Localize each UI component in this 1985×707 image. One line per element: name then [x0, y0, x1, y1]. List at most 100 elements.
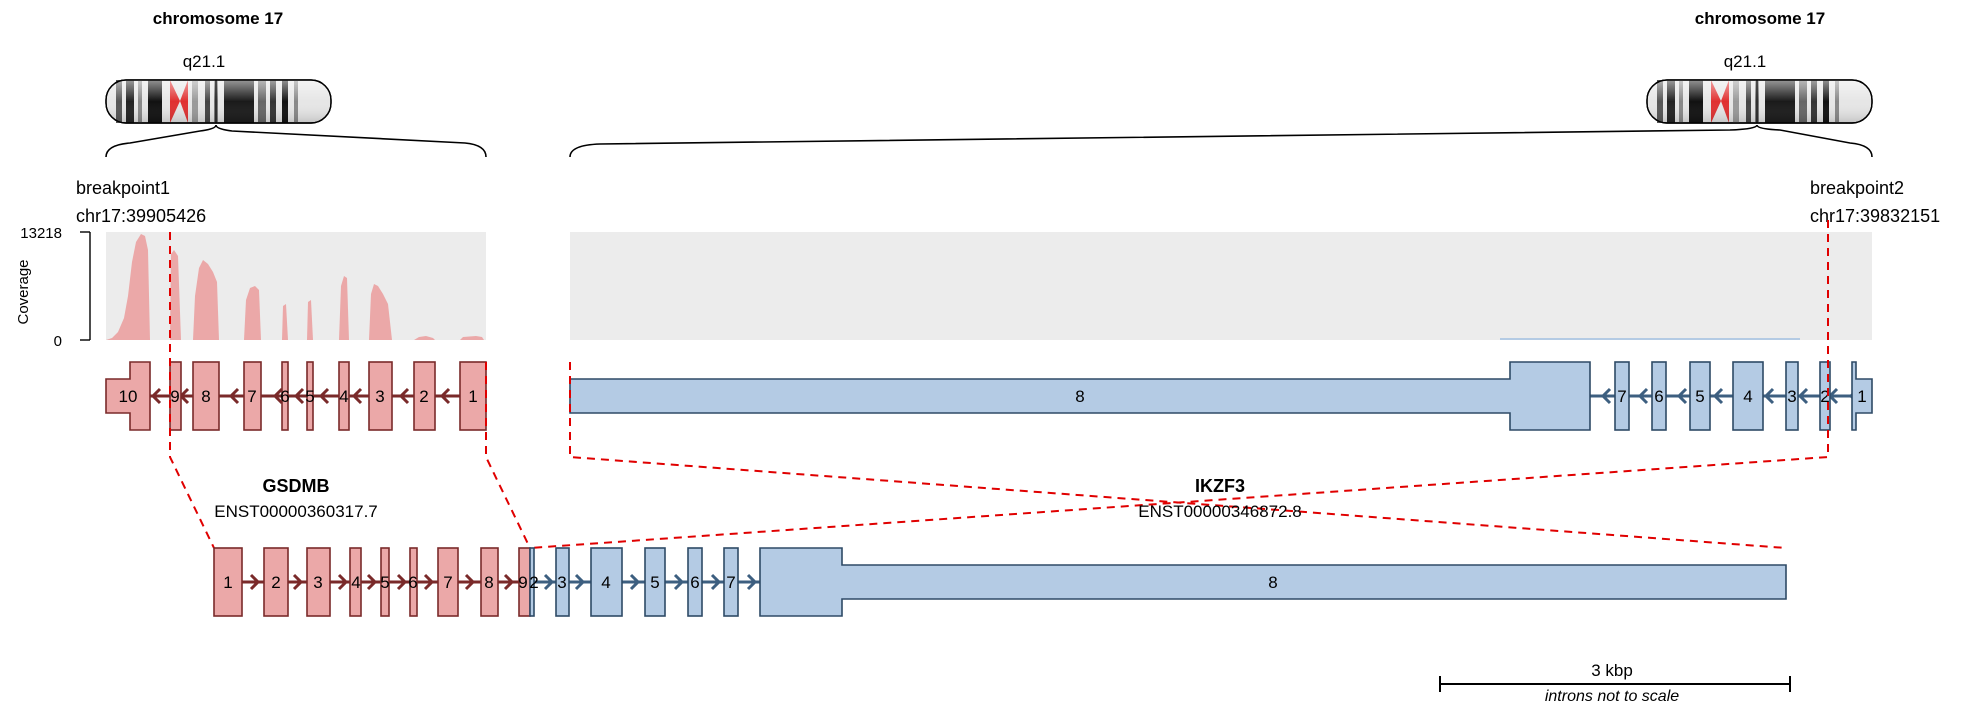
fusion-exon-ikzf3-4 [590, 547, 623, 617]
fusion-exon-6 [409, 547, 418, 617]
ikzf3-upper-exon-6 [1651, 361, 1667, 431]
fusion-exon-label: 5 [650, 573, 659, 592]
fusion-exon-label: 7 [443, 573, 452, 592]
breakpoint1-position: chr17:39905426 [76, 206, 206, 226]
fusion-exon-label: 9 [518, 573, 527, 592]
chromosome-left-band: q21.1 [183, 52, 226, 71]
gsdmb-upper-exon-label: 1 [468, 387, 477, 406]
fusion-exon-ikzf3-5 [644, 547, 666, 617]
ikzf3-upper-exon-8 [569, 361, 1591, 431]
gene2-name: IKZF3 [1195, 476, 1245, 496]
coverage-peak-exon10 [106, 234, 150, 340]
coverage-axis-title: Coverage [15, 259, 32, 324]
fusion-exon-label: 3 [557, 573, 566, 592]
gsdmb-upper-exon-label: 2 [419, 387, 428, 406]
coverage-peak-exon2 [414, 336, 435, 340]
fusion-gsdmb-arrows [249, 573, 515, 591]
ikzf3-upper-exon-label: 8 [1075, 387, 1084, 406]
gsdmb-upper-exon-label: 4 [339, 387, 348, 406]
coverage-peak-exon7 [244, 286, 261, 340]
gene1-transcript: ENST00000360317.7 [214, 502, 378, 521]
fusion-exon-label: 2 [529, 573, 538, 592]
gsdmb-upper-exon-3 [368, 361, 393, 431]
breakpoint2-line-ikzf3-left [569, 362, 1787, 549]
fusion-exon-label: 8 [484, 573, 493, 592]
gsdmb-upper-exon-4 [338, 361, 350, 431]
ikzf3-upper-exon-2 [1819, 361, 1831, 431]
breakpoint1-label: breakpoint1 [76, 178, 170, 198]
ideogram-right [1646, 79, 1873, 124]
ikzf3-upper-exon-1 [1851, 361, 1873, 431]
fusion-exon-ikzf3-8 [759, 547, 1787, 617]
ikzf3-upper-exon-3 [1785, 361, 1799, 431]
chromosome-right-band: q21.1 [1724, 52, 1767, 71]
breakpoint2-label: breakpoint2 [1810, 178, 1904, 198]
gsdmb-upper-exon-label: 8 [201, 387, 210, 406]
fusion-exon-3 [306, 547, 331, 617]
fusion-exon-label: 2 [271, 573, 280, 592]
gsdmb-upper-exon-10 [105, 361, 151, 431]
fusion-exon-1 [213, 547, 243, 617]
zoom-brace-left [105, 124, 487, 158]
ikzf3-upper-exon-label: 5 [1695, 387, 1704, 406]
ikzf3-upper-exon-label: 4 [1743, 387, 1752, 406]
ikzf3-upper-exon-label: 3 [1787, 387, 1796, 406]
coverage-axis-max-label: 13218 [20, 225, 62, 242]
fusion-exon-ikzf3-6 [687, 547, 703, 617]
coverage-background-left [106, 232, 486, 340]
fusion-exon-7 [437, 547, 459, 617]
fusion-exon-label: 5 [380, 573, 389, 592]
ikzf3-upper-exon-5 [1689, 361, 1711, 431]
gsdmb-upper-exon-label: 6 [280, 387, 289, 406]
ikzf3-upper-exon-7 [1614, 361, 1630, 431]
zoom-brace-right [569, 124, 1873, 158]
ikzf3-upper-exon-4 [1732, 361, 1764, 431]
chromosome-right-title: chromosome 17 [1695, 9, 1825, 28]
ikzf3-gene-model: 8 7 6 5 4 3 2 1 [569, 361, 1873, 431]
gsdmb-upper-exon-label: 3 [375, 387, 384, 406]
gsdmb-intron-arrows [150, 387, 451, 405]
gsdmb-upper-exon-2 [413, 361, 436, 431]
ikzf3-upper-exon-label: 7 [1617, 387, 1626, 406]
scale-bar-label: 3 kbp [1591, 661, 1633, 680]
fusion-exon-5 [380, 547, 390, 617]
ikzf3-upper-exon-label: 2 [1820, 387, 1829, 406]
gsdmb-gene-model: 10 9 8 7 6 5 4 3 2 1 [105, 361, 487, 431]
breakpoint1-line-gsdmb-left [169, 232, 215, 549]
ikzf3-upper-exon-label: 1 [1857, 387, 1866, 406]
coverage-peak-exon8 [193, 260, 219, 340]
coverage-peak-exon9 [170, 250, 181, 340]
breakpoint-lines [169, 220, 1829, 549]
gsdmb-upper-exon-label: 5 [305, 387, 314, 406]
chromosome-ideogram-right: chromosome 17 q21.1 [569, 9, 1873, 158]
ideogram-left [105, 79, 332, 124]
fusion-ikzf3-arrows [543, 573, 758, 591]
fusion-exon-ikzf3-7 [723, 547, 739, 617]
coverage-ikzf3-trace [1500, 338, 1800, 340]
fusion-exon-label: 1 [223, 573, 232, 592]
coverage-peak-exon5 [307, 300, 313, 340]
coverage-axis-min-label: 0 [54, 333, 62, 350]
fusion-exon-ikzf3-2 [529, 547, 535, 617]
ikzf3-upper-exon-label: 6 [1654, 387, 1663, 406]
fusion-exon-label: 7 [726, 573, 735, 592]
gsdmb-upper-exon-1 [459, 361, 487, 431]
gsdmb-upper-exon-label: 9 [170, 387, 179, 406]
fusion-exon-label: 4 [351, 573, 360, 592]
gene1-name: GSDMB [263, 476, 330, 496]
gsdmb-upper-exon-7 [243, 361, 262, 431]
scale-bar-note: introns not to scale [1545, 688, 1679, 705]
fusion-exon-8 [480, 547, 499, 617]
fusion-exon-label: 6 [690, 573, 699, 592]
gsdmb-upper-exon-label: 7 [247, 387, 256, 406]
coverage-peak-exon6 [282, 304, 288, 340]
coverage-peak-exon1 [460, 336, 484, 340]
chromosome-ideogram-left: chromosome 17 q21.1 [105, 9, 487, 158]
gsdmb-upper-exon-5 [306, 361, 314, 431]
breakpoint1-line-gsdmb-right [485, 362, 531, 549]
coverage-track: 13218 0 Coverage [15, 225, 1872, 350]
fusion-transcript: 1 2 3 4 5 6 7 8 9 2 3 4 5 6 7 8 [213, 547, 1787, 617]
coverage-background-right [570, 232, 1872, 340]
fusion-exon-4 [349, 547, 362, 617]
